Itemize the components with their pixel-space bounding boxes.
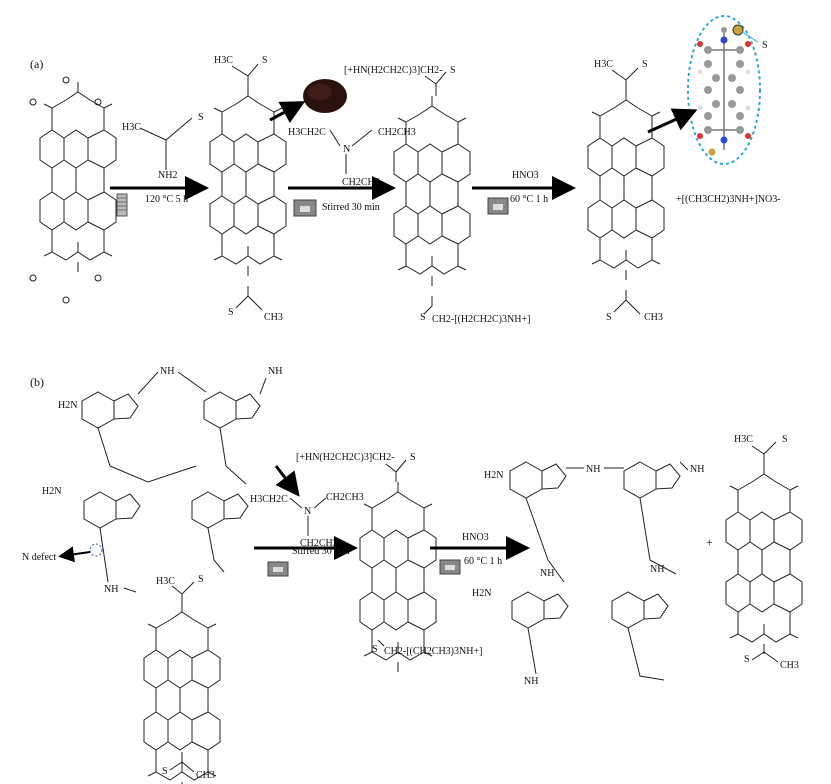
stirrer-icon-b — [267, 561, 289, 577]
svg-text:H3C: H3C — [156, 576, 175, 587]
svg-text:NH: NH — [268, 366, 282, 377]
svg-text:NH: NH — [524, 676, 538, 687]
svg-text:H3C: H3C — [214, 55, 233, 66]
triethylamine-b: H3CH2C CH2CH3 N CH2CH3 — [250, 492, 364, 549]
svg-text:N: N — [304, 506, 311, 517]
svg-text:S: S — [198, 112, 204, 123]
step3-condition: 60 °C 1 h — [510, 194, 548, 205]
step2-condition-b: Stirred 30 min — [292, 546, 350, 557]
svg-text:H2N: H2N — [472, 588, 491, 599]
photo-pointer-arrow — [269, 101, 306, 124]
svg-text:S: S — [162, 766, 168, 777]
svg-text:CH2CH3: CH2CH3 — [378, 127, 416, 138]
svg-text:S: S — [410, 452, 416, 463]
svg-text:NH: NH — [690, 464, 704, 475]
svg-text:CH3: CH3 — [264, 312, 283, 323]
svg-text:S: S — [606, 312, 612, 323]
svg-text:H2N: H2N — [42, 486, 61, 497]
svg-text:CH2CH3: CH2CH3 — [326, 492, 364, 503]
thioacetamide-reagent: H3C S NH2 — [122, 112, 204, 181]
svg-text:[+HN(H2CH2C)3]CH2-: [+HN(H2CH2C)3]CH2- — [296, 452, 394, 463]
model-s-label: S — [762, 40, 768, 51]
product-powder-photo — [303, 79, 347, 113]
svg-text:S: S — [744, 654, 750, 665]
svg-text:N: N — [343, 144, 350, 155]
svg-text:S: S — [642, 59, 648, 70]
byproduct-salt: +[(CH3CH2)3NH+]NO3- — [676, 194, 781, 205]
panel-b-label: (b) — [30, 375, 44, 389]
ionic-pdi-intermediate: [+HN(H2CH2C)3]CH2- S S CH2-[(H2CH2C)3NH+… — [344, 65, 530, 325]
svg-text:H2N: H2N — [58, 400, 77, 411]
heater-icon — [487, 197, 509, 215]
svg-text:NH: NH — [586, 464, 600, 475]
triethylamine: H3CH2C CH2CH3 N CH2CH3 — [288, 127, 416, 188]
heater-icon-b — [439, 559, 461, 575]
svg-text:[+HN(H2CH2C)3]CH2-: [+HN(H2CH2C)3]CH2- — [344, 65, 442, 76]
svg-text:CH2-[(CH2CH3)3NH+]: CH2-[(CH2CH3)3NH+] — [384, 646, 482, 657]
autoclave-icon — [116, 193, 128, 217]
svg-text:CH3: CH3 — [644, 312, 663, 323]
svg-text:S: S — [198, 574, 204, 585]
step3-reagent: HNO3 — [512, 170, 539, 181]
svg-text:NH: NH — [104, 584, 118, 595]
amine-pointer-arrow — [274, 465, 300, 497]
svg-text:N defect: N defect — [22, 552, 56, 563]
svg-text:NH: NH — [540, 568, 554, 579]
svg-text:S: S — [372, 644, 378, 655]
svg-text:CH2-[(H2CH2C)3NH+]: CH2-[(H2CH2C)3NH+] — [432, 314, 530, 325]
svg-text:S: S — [450, 65, 456, 76]
model-pointer-arrow — [647, 108, 698, 134]
svg-text:H3C: H3C — [594, 59, 613, 70]
step1-condition: 120 °C 5 h — [145, 194, 188, 205]
pdi-product: H3C S S CH3 — [587, 59, 665, 323]
svg-text:S: S — [782, 434, 788, 445]
svg-text:H3C: H3C — [734, 434, 753, 445]
plus-sign: + — [706, 535, 713, 549]
svg-text:H3CH2C: H3CH2C — [250, 494, 288, 505]
perylene-dianhydride — [29, 76, 117, 304]
network-pdi: H3C S S CH3 — [143, 574, 221, 784]
svg-text:NH: NH — [160, 366, 174, 377]
svg-text:NH2: NH2 — [158, 170, 177, 181]
ball-stick-model: S — [687, 15, 768, 165]
svg-text:S: S — [228, 307, 234, 318]
svg-text:S: S — [420, 312, 426, 323]
svg-text:CH3: CH3 — [196, 770, 215, 781]
product-carbon-nitride: H2N NH NH NH NH H2N NH — [472, 461, 704, 687]
released-pdi: H3C S S CH3 — [725, 434, 803, 671]
step2-condition: Stirred 30 min — [322, 202, 380, 213]
svg-text:CH2CH3: CH2CH3 — [300, 538, 338, 549]
svg-text:H2N: H2N — [484, 470, 503, 481]
svg-text:H3CH2C: H3CH2C — [288, 127, 326, 138]
svg-text:S: S — [262, 55, 268, 66]
step3-reagent-b: HNO3 — [462, 532, 489, 543]
svg-text:CH3: CH3 — [780, 660, 799, 671]
panel-a-label: (a) — [30, 57, 43, 71]
svg-text:H3C: H3C — [122, 122, 141, 133]
svg-text:NH: NH — [650, 564, 664, 575]
stirrer-icon — [293, 199, 317, 217]
carbon-nitride-network: H2N NH NH H2N N defect NH — [22, 366, 282, 595]
ionic-pdi-b: [+HN(H2CH2C)3]CH2- S S CH2-[(CH2CH3)3NH+… — [296, 452, 482, 673]
step3-condition-b: 60 °C 1 h — [464, 556, 502, 567]
thio-pdi-intermediate: H3C S S CH3 — [209, 55, 287, 323]
svg-text:CH2CH3: CH2CH3 — [342, 177, 380, 188]
